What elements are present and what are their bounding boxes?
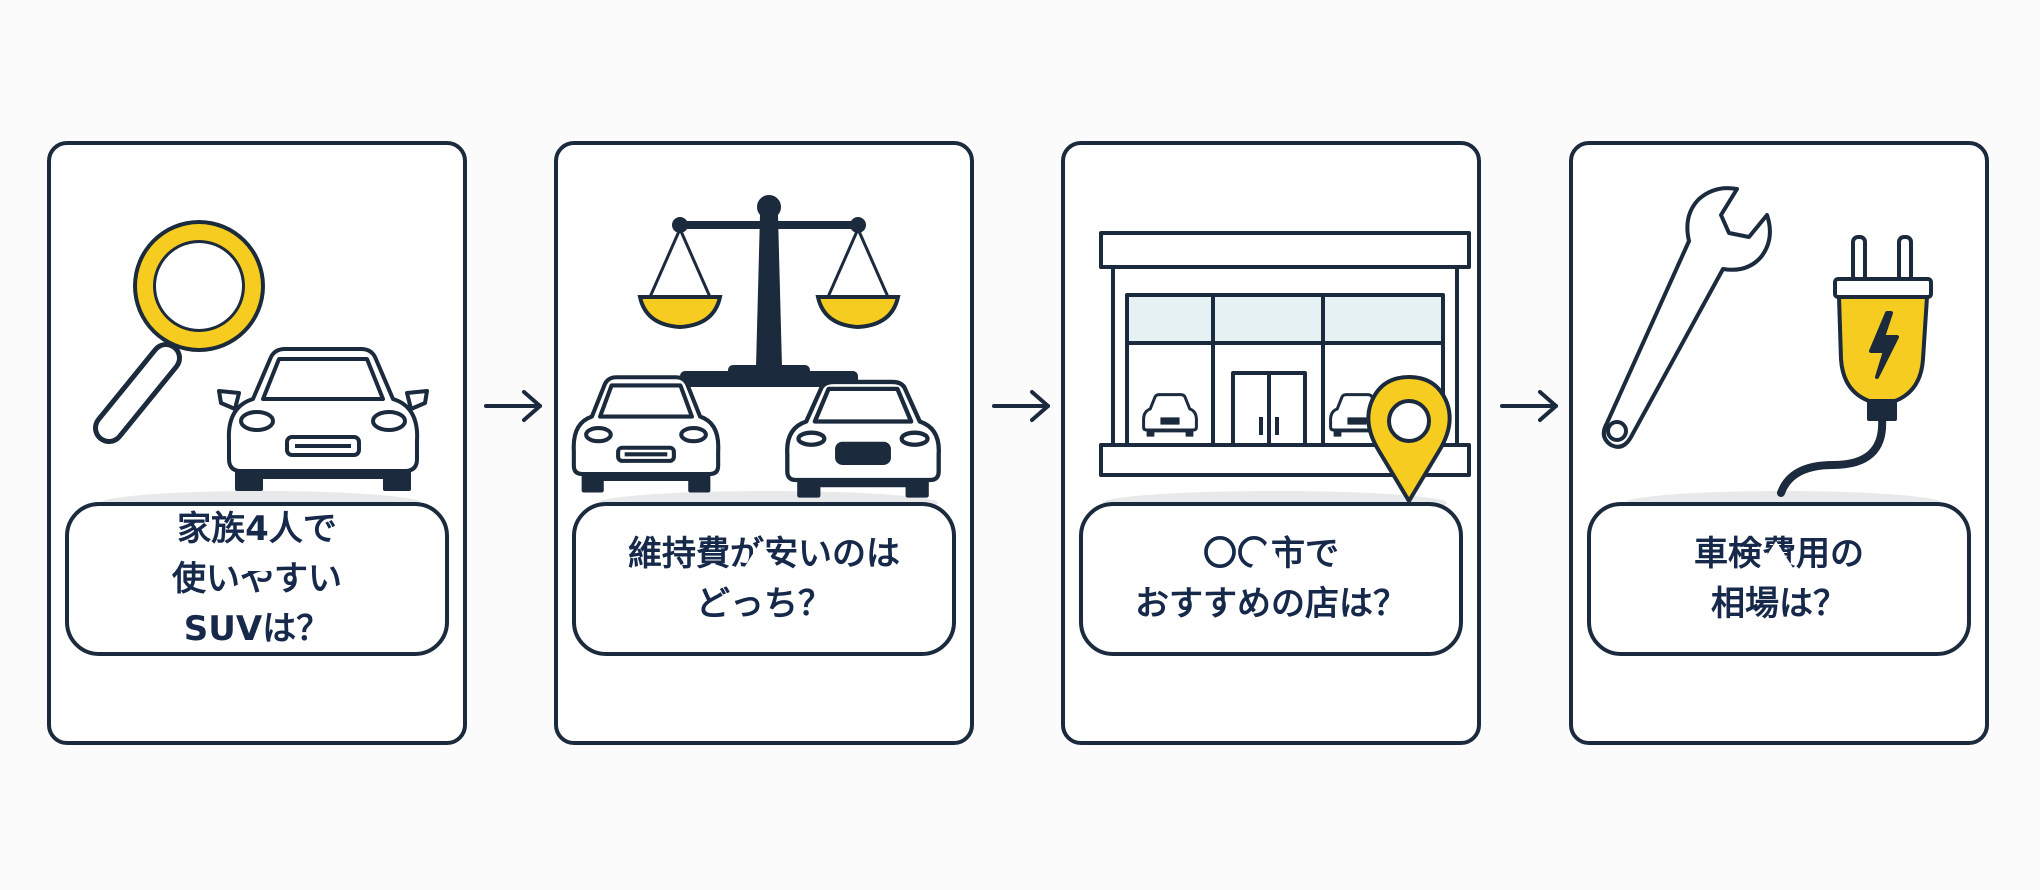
question-bubble-2: 維持費が安いのは どっち？	[572, 502, 956, 656]
step-1-illustration	[93, 220, 429, 515]
car-icon	[785, 379, 941, 498]
magnifier-icon	[93, 220, 265, 444]
bubble-tail-cover	[742, 541, 780, 571]
flow-arrow-3	[1500, 390, 1558, 422]
bubble-tail-cover	[1757, 541, 1795, 571]
car-icon	[571, 375, 721, 493]
step-card-1: 家族4人で 使いやすい SUVは？	[47, 141, 467, 745]
location-pin-icon	[1366, 375, 1452, 503]
flow-arrow-1	[484, 390, 542, 422]
bubble-tail-cover	[1249, 541, 1287, 571]
step-card-3: 〇〇市で おすすめの店は？	[1061, 141, 1481, 745]
scale-icon	[637, 195, 901, 387]
question-bubble-4: 車検費用の 相場は？	[1587, 502, 1971, 656]
step-4-illustration	[1601, 186, 1941, 515]
flow-arrow-2	[992, 390, 1050, 422]
wrench-icon	[1601, 186, 1772, 449]
question-bubble-1: 家族4人で 使いやすい SUVは？	[65, 502, 449, 656]
question-bubble-3: 〇〇市で おすすめの店は？	[1079, 502, 1463, 656]
step-card-4: 車検費用の 相場は？	[1569, 141, 1989, 745]
step-2-illustration	[571, 195, 941, 515]
ev-plug-icon	[1777, 235, 1933, 497]
step-card-2: 維持費が安いのは どっち？	[554, 141, 974, 745]
question-text-1: 家族4人で 使いやすい SUVは？	[172, 509, 342, 649]
bubble-tail-cover	[235, 541, 273, 571]
step-3-illustration	[1099, 231, 1471, 515]
car-icon	[217, 347, 429, 491]
